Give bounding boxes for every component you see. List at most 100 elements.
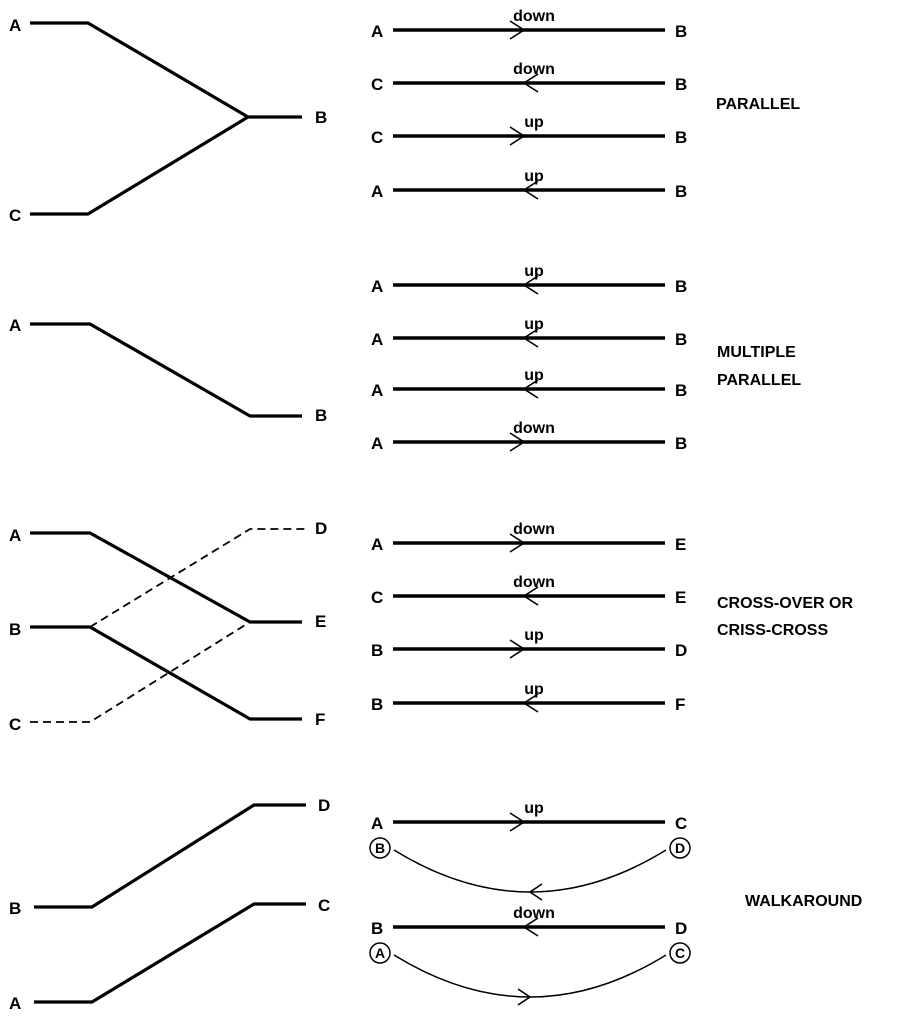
row-end-label: E [675,588,686,607]
row-start-label: A [371,381,383,400]
node-label: C [9,206,21,225]
circled-node-label: C [675,945,685,961]
direction-label: up [524,367,544,384]
node-label: A [9,994,21,1013]
multiple-parallel-path-diagram: A B [9,316,327,425]
circled-node-marker [369,942,391,964]
transition-row: B Fup [371,681,685,714]
row-end-label: F [675,695,685,714]
direction-label: down [513,420,555,437]
arrow-right-icon [509,126,526,146]
path-a-to-c [34,902,306,1004]
row-end-label: B [675,182,687,201]
circled-node-marker [669,837,691,859]
row-end-label: B [675,434,687,453]
row-start-label: B [371,641,383,660]
row-end-label: E [675,535,686,554]
path-b-to-d [89,528,306,628]
arrow-right-icon [517,988,532,1006]
arrow-left-icon [522,180,539,200]
row-start-label: A [371,22,383,41]
arrow-left-icon [522,693,539,713]
path-b-to-f [30,625,302,721]
direction-label: up [524,263,544,280]
node-label: C [318,896,330,915]
section-title-parallel: PARALLEL [716,96,800,113]
arrow-left-icon [522,379,539,399]
section-title-walkaround: WALKAROUND [745,893,862,910]
arrow-left-icon [522,328,539,348]
arrow-left-icon [522,73,539,93]
walkaround-path-diagram: D B C A [9,796,330,1013]
arrow-left-icon [528,883,543,901]
row-start-label: A [371,277,383,296]
parallel-path-diagram: A C B [9,16,327,225]
direction-label: up [524,800,544,817]
arrow-right-icon [509,432,526,452]
row-end-label: C [675,814,687,833]
node-label: D [318,796,330,815]
section-title-crossover-line2: CRISS-CROSS [717,622,828,639]
row-start-label: B [371,919,383,938]
direction-label: down [513,574,555,591]
transition-row: A Bup [371,168,687,201]
transition-row: A Bup [371,367,687,400]
path-c-to-e [30,621,251,723]
row-end-label: D [675,641,687,660]
row-end-label: B [675,330,687,349]
row-start-label: C [371,588,383,607]
node-label: B [315,406,327,425]
row-start-label: B [371,695,383,714]
direction-label: down [513,905,555,922]
crossover-path-diagram: A B C D E F [9,519,327,734]
row-start-label: A [371,814,383,833]
path-a-to-b [30,322,302,418]
row-start-label: C [371,128,383,147]
walkaround-curve [393,954,667,998]
section-title-multiple-line2: PARALLEL [717,372,801,389]
direction-label: down [513,61,555,78]
path-b-to-d [34,803,306,909]
arrow-left-icon [522,275,539,295]
path-c-to-b [30,115,249,216]
row-start-label: A [371,434,383,453]
row-start-label: A [371,535,383,554]
arrow-right-icon [509,812,526,832]
arrow-right-icon [509,639,526,659]
row-end-label: B [675,128,687,147]
node-label: B [315,108,327,127]
circled-node-marker [669,942,691,964]
arrow-right-icon [509,20,526,40]
path-a-to-e [30,531,302,624]
node-label: C [9,715,21,734]
direction-label: down [513,8,555,25]
row-start-label: C [371,75,383,94]
node-label: A [9,16,21,35]
arrow-right-icon [509,533,526,553]
node-label: A [9,316,21,335]
direction-label: up [524,681,544,698]
row-start-label: A [371,182,383,201]
node-label: F [315,710,325,729]
row-end-label: B [675,22,687,41]
circled-node-label: B [375,840,385,856]
row-end-label: D [675,919,687,938]
direction-label: up [524,316,544,333]
row-end-label: B [675,381,687,400]
section-title-crossover-line1: CROSS-OVER OR [717,595,853,612]
node-label: E [315,612,326,631]
direction-label: up [524,168,544,185]
direction-label: down [513,521,555,538]
node-label: D [315,519,327,538]
